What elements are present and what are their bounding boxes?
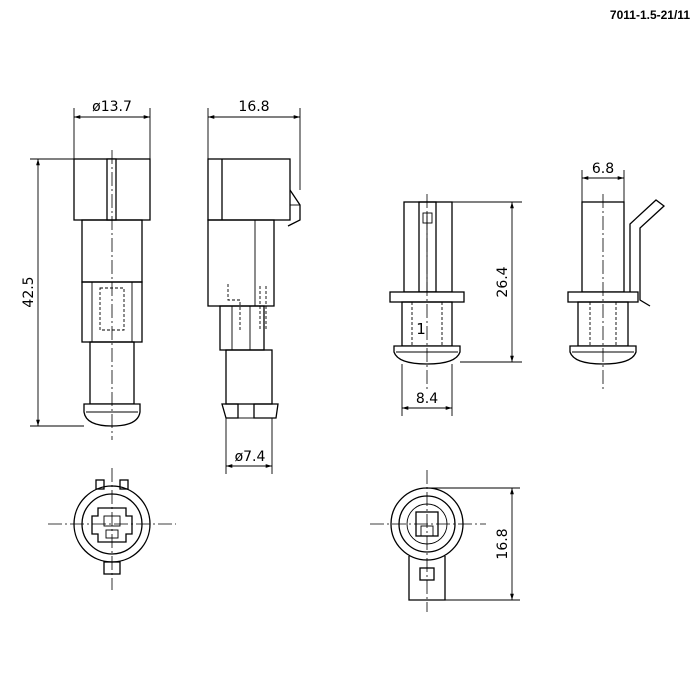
right-side-view xyxy=(567,194,666,390)
part-number: 7011-1.5-21/11 xyxy=(609,8,690,22)
dim-body-height: 26.4 xyxy=(452,201,522,363)
front-view xyxy=(73,150,151,440)
dim-overall-height: 42.5 xyxy=(21,158,84,427)
side-width-label: 16.8 xyxy=(238,99,269,115)
top-width-label: 6.8 xyxy=(592,161,614,177)
side-view xyxy=(207,158,301,419)
overall-height-label: 42.5 xyxy=(21,276,37,307)
base-width-label: 8.4 xyxy=(416,391,438,407)
dim-side-width: 16.8 xyxy=(207,99,301,190)
dim-base-width: 8.4 xyxy=(401,364,453,416)
front-bottom-view xyxy=(48,468,176,590)
right-bottom-view xyxy=(370,470,486,612)
bottom-diameter-label: ø7.4 xyxy=(235,449,266,465)
dim-front-diameter: ø13.7 xyxy=(73,99,151,159)
right-front-view: 1 xyxy=(389,194,465,390)
pin-number-label: 1 xyxy=(416,320,426,338)
body-height-label: 26.4 xyxy=(495,266,511,297)
dim-bottom-diameter: ø7.4 xyxy=(225,418,273,474)
dim-bottom-view-height: 16.8 xyxy=(427,487,520,601)
dim-top-width: 6.8 xyxy=(581,161,625,202)
front-diameter-label: ø13.7 xyxy=(92,99,132,115)
bottom-view-height-label: 16.8 xyxy=(495,528,511,559)
